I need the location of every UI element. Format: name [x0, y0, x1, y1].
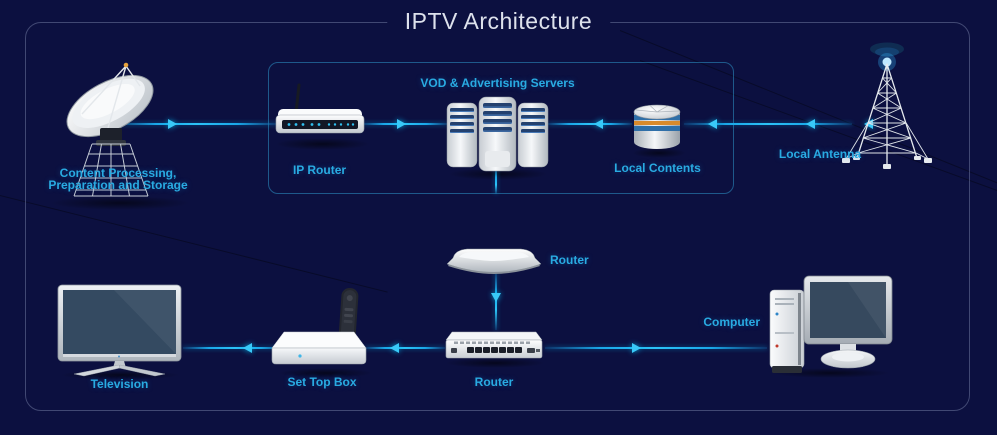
vod-servers-label: VOD & Advertising Servers — [420, 76, 575, 90]
connector-router-to-computer — [545, 347, 767, 349]
satellite-label: Content Processing, Preparation and Stor… — [28, 166, 208, 192]
server-rack-icon — [445, 95, 550, 173]
connector-satellite-to-ip-router — [115, 123, 278, 125]
connector-antenna-to-local-contents — [684, 123, 852, 125]
ip-router-label: IP Router — [292, 163, 347, 177]
satellite-label-line2: Preparation and Storage — [48, 177, 188, 192]
local-antenna-label: Local Antenna — [778, 147, 862, 161]
headend-group-box — [268, 62, 734, 194]
television-icon — [52, 283, 187, 378]
television-label: Television — [90, 377, 149, 391]
arrow-left-icon — [806, 119, 815, 129]
arrow-right-icon — [168, 119, 177, 129]
database-icon — [630, 98, 684, 154]
lan-router-label: Router — [474, 375, 514, 389]
arrow-left-icon — [390, 343, 399, 353]
ip-router-icon — [272, 83, 367, 140]
arrow-left-icon — [594, 119, 603, 129]
satellite-label-line1: Content Processing, — [59, 166, 177, 180]
connector-local-contents-to-servers — [548, 123, 632, 125]
arrow-right-icon — [397, 119, 406, 129]
connector-stb-to-television — [183, 347, 287, 349]
diagram-title: IPTV Architecture — [386, 8, 611, 35]
set-top-box-label: Set Top Box — [287, 375, 357, 389]
wireless-router-icon — [445, 245, 543, 275]
arrow-left-icon — [243, 343, 252, 353]
arrow-down-icon — [491, 293, 501, 302]
computer-label: Computer — [703, 315, 760, 329]
antenna-tower-icon — [840, 38, 935, 173]
arrow-right-icon — [632, 343, 641, 353]
local-contents-label: Local Contents — [614, 161, 701, 175]
switch-router-icon — [442, 328, 546, 362]
connector-servers-down — [495, 168, 497, 194]
set-top-box-icon — [270, 286, 375, 376]
desktop-computer-icon — [762, 270, 897, 378]
wireless-router-label: Router — [550, 253, 589, 267]
satellite-dish-icon — [48, 56, 188, 204]
connector-router-to-stb — [365, 347, 445, 349]
arrow-left-icon — [708, 119, 717, 129]
